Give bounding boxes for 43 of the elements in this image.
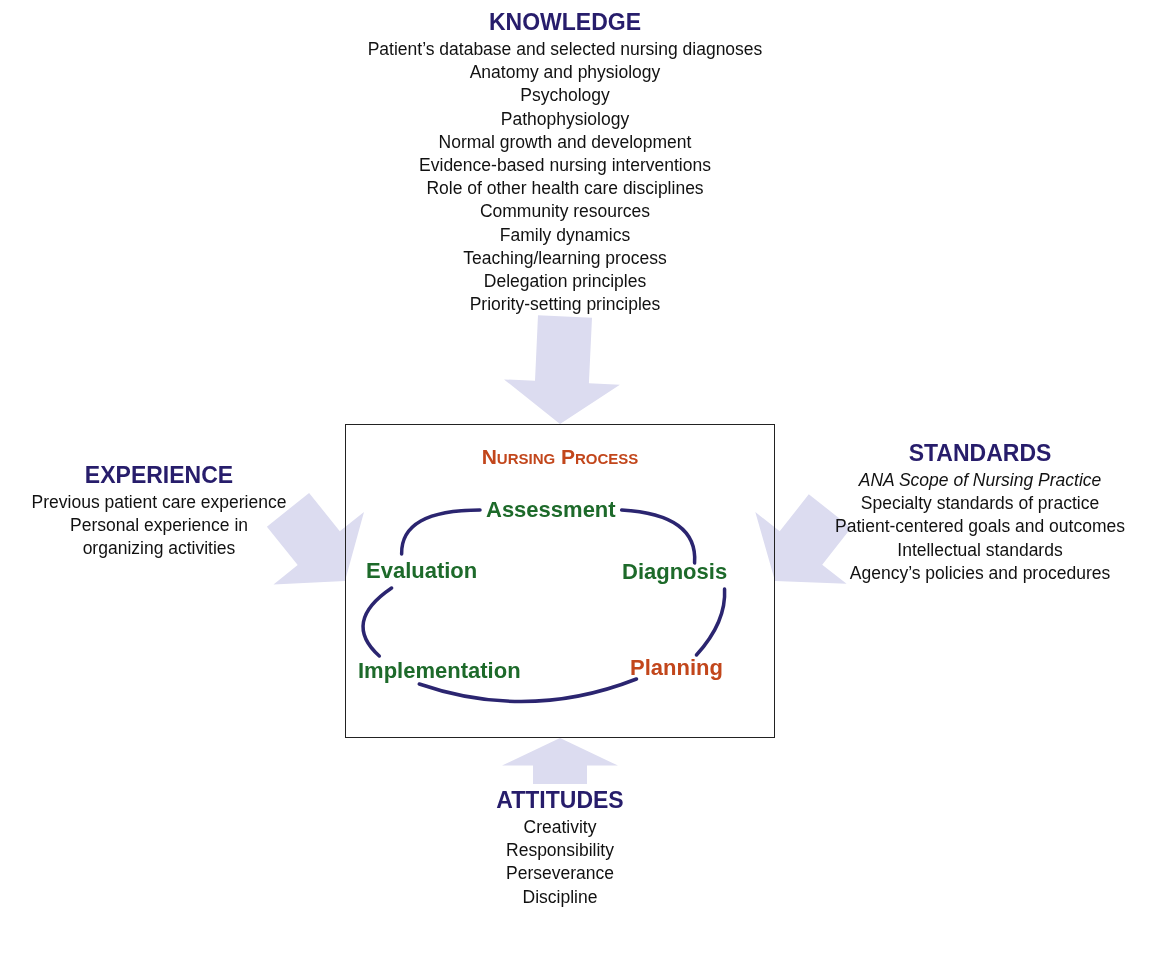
list-item: Priority-setting principles (469, 293, 661, 317)
step-label: Assessment (486, 497, 616, 523)
list-item: Anatomy and physiology (469, 61, 661, 85)
list-item: Discipline (522, 885, 598, 909)
cycle-arc (399, 508, 482, 556)
group-heading: KNOWLEDGE (488, 8, 642, 37)
list-item: Patient-centered goals and outcomes (835, 515, 1125, 539)
cycle-arc (417, 677, 639, 704)
list-item: Normal growth and development (438, 130, 692, 154)
list-item: Responsibility (506, 839, 614, 863)
list-item: Previous patient care experience (31, 491, 287, 514)
list-item: Agency’s policies and procedures (849, 561, 1111, 585)
list-item: Family dynamics (499, 223, 631, 247)
list-item: Intellectual standards (897, 538, 1063, 562)
list-item: Creativity (523, 816, 597, 839)
list-item: Psychology (520, 84, 610, 108)
group-heading: ATTITUDES (496, 786, 624, 815)
process-frame (345, 424, 775, 738)
list-item: Specialty standards of practice (860, 492, 1100, 516)
list-item: ANA Scope of Nursing Practice (858, 469, 1102, 492)
step-label: Implementation (358, 658, 521, 684)
cycle-arc (361, 586, 394, 658)
input-arrow (502, 738, 618, 784)
list-item: Personal experience in organizing activities (69, 514, 249, 561)
group-heading: EXPERIENCE (84, 461, 234, 490)
list-item: Perseverance (506, 862, 614, 886)
list-item: Teaching/learning process (463, 246, 667, 270)
cycle-arc (619, 508, 697, 565)
step-label: Planning (630, 655, 723, 681)
list-item: Role of other health care disciplines (426, 177, 704, 201)
input-arrow (504, 315, 620, 424)
cycle-arc (694, 587, 727, 657)
group-heading: STANDARDS (908, 439, 1052, 468)
input-arrow (755, 494, 852, 584)
frame-title: Nursing Process (480, 445, 640, 469)
list-item: Community resources (479, 200, 651, 224)
input-arrow (266, 492, 364, 585)
list-item: Evidence-based nursing interventions (419, 154, 711, 177)
list-item: Patient’s database and selected nursing diagnoses (367, 38, 763, 61)
step-label: Diagnosis (622, 559, 728, 585)
list-item: Pathophysiology (500, 107, 630, 131)
list-item: Delegation principles (483, 270, 647, 294)
step-label: Evaluation (366, 558, 478, 584)
